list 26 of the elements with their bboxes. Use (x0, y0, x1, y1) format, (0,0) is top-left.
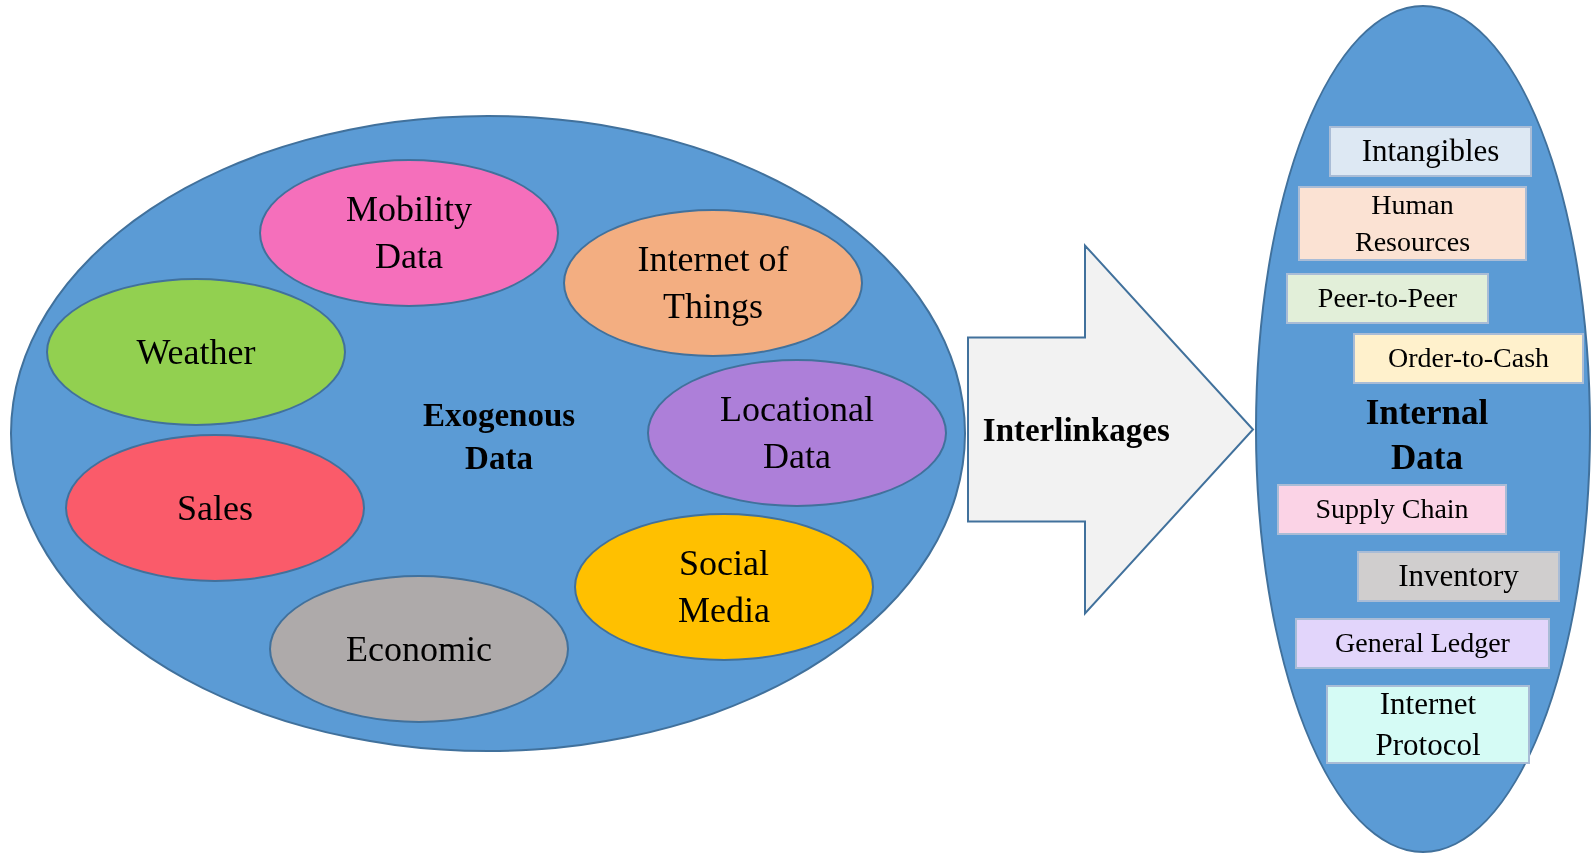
data-box (1326, 685, 1530, 764)
node-label: Sales (176, 486, 254, 530)
data-box (1357, 551, 1560, 602)
node-label: Order-to-Cash (1386, 341, 1551, 376)
data-box (1277, 484, 1507, 535)
node-label: Intangibles (1360, 132, 1501, 171)
node-label: General Ledger (1334, 626, 1511, 661)
node-label: Economic (345, 627, 493, 671)
node-label: Internet Protocol (1374, 685, 1482, 764)
group-heading: Internal Data (1364, 391, 1490, 479)
node-label: Social Media (677, 542, 771, 632)
node-label: Peer-to-Peer (1316, 281, 1459, 316)
data-box (1298, 186, 1527, 261)
group-heading: Exogenous Data (421, 396, 577, 478)
data-box (1329, 126, 1532, 177)
data-box (1286, 273, 1489, 324)
node-label: Mobility Data (345, 188, 473, 278)
node-label: Locational Data (719, 388, 875, 478)
block-arrow (967, 242, 1255, 617)
node-label: Internet of Things (636, 238, 790, 328)
node-label: Weather (135, 330, 257, 374)
data-box (1295, 618, 1550, 669)
node-label: Supply Chain (1314, 492, 1470, 527)
node-label: Human Resources (1353, 188, 1472, 259)
data-box (1353, 333, 1584, 384)
node-label: Inventory (1397, 557, 1520, 596)
